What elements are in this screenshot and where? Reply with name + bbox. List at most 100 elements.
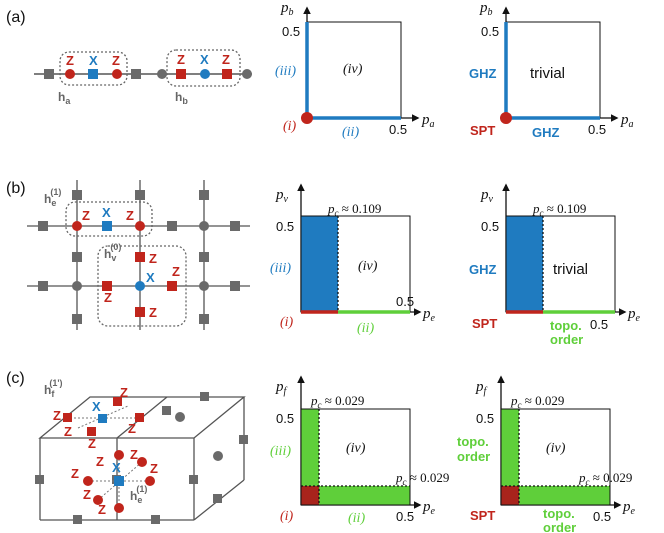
y-axis-label: pf xyxy=(275,379,288,397)
red-circle-site xyxy=(83,476,93,486)
x-axis-label: pe xyxy=(627,306,641,324)
op-z-label: Z xyxy=(120,385,128,400)
point-i-marker xyxy=(301,112,313,124)
ghz-phase-label: GHZ xyxy=(532,125,560,140)
ghz-phase-label: GHZ xyxy=(469,66,497,81)
topo-order-label: topo. xyxy=(543,506,575,521)
red-square-site xyxy=(167,281,177,291)
red-circle-site xyxy=(114,450,124,460)
chart-c2-phase-diagram: pf pe 0.5 0.5 pc ≈ 0.029 pc ≈ 0.029 (iv)… xyxy=(457,375,636,533)
gray-square-site xyxy=(135,190,145,200)
spt-phase-label: SPT xyxy=(470,508,495,523)
op-z-label: Z xyxy=(150,461,158,476)
y-axis-label: pb xyxy=(479,0,493,18)
y-tick-label: 0.5 xyxy=(276,411,294,426)
hv-dotted-box xyxy=(97,245,187,327)
op-x-label: X xyxy=(146,270,155,285)
panel-a-tag: (a) xyxy=(6,9,26,26)
x-axis-label: pe xyxy=(622,499,636,517)
op-x-label: X xyxy=(89,53,98,68)
red-square-site xyxy=(113,397,122,406)
gray-circle-site xyxy=(157,69,167,79)
y-tick-label: 0.5 xyxy=(282,24,300,39)
x-tick-label: 0.5 xyxy=(590,317,608,332)
op-z-label: Z xyxy=(112,53,120,68)
op-z-label: Z xyxy=(66,53,74,68)
spt-point-marker xyxy=(500,112,512,124)
gray-circle-site xyxy=(199,281,209,291)
topo-e-region xyxy=(501,486,610,505)
gray-circle-site xyxy=(242,69,252,79)
pc-annotation: pc ≈ 0.109 xyxy=(532,201,586,218)
topo-f-region xyxy=(301,409,319,505)
blue-circle-site xyxy=(135,281,145,291)
chart-a2-phase-diagram: pb pa 0.5 0.5 trivial GHZ GHZ SPT xyxy=(469,0,634,140)
x-axis-label: pe xyxy=(422,306,436,324)
trivial-phase-label: trivial xyxy=(553,261,588,278)
gray-square-site xyxy=(200,392,209,401)
y-axis-label: pb xyxy=(280,0,294,18)
blue-circle-site xyxy=(200,69,210,79)
gray-square-site xyxy=(73,515,82,524)
phase-box xyxy=(500,408,611,506)
op-z-label: Z xyxy=(88,436,96,451)
he1-label: he(1) xyxy=(130,484,147,505)
x-tick-label: 0.5 xyxy=(389,122,407,137)
op-x-label: X xyxy=(102,205,111,220)
topo-order-label: topo. xyxy=(457,434,489,449)
trivial-phase-label: trivial xyxy=(530,65,565,82)
pc-annotation: pc ≈ 0.029 xyxy=(310,393,364,410)
h-a-label: ha xyxy=(58,90,71,106)
pc-annotation: pc ≈ 0.029 xyxy=(578,470,632,487)
red-square-site xyxy=(222,69,232,79)
ghz-phase-label: GHZ xyxy=(469,262,497,277)
op-x-label: X xyxy=(200,52,209,67)
op-z-label: Z xyxy=(83,487,91,502)
red-square-site xyxy=(176,69,186,79)
h-b-label: hb xyxy=(175,90,188,106)
gray-square-site xyxy=(44,69,54,79)
blue-square-site xyxy=(88,69,98,79)
region-iii-label: (iii) xyxy=(275,64,296,79)
dotted-bond xyxy=(77,405,129,429)
red-square-site xyxy=(135,307,145,317)
gray-square-site xyxy=(35,475,44,484)
red-circle-site xyxy=(112,69,122,79)
gray-square-site xyxy=(131,69,141,79)
topo-f-region xyxy=(501,409,519,505)
pc-annotation: pc ≈ 0.029 xyxy=(510,393,564,410)
gray-square-site xyxy=(230,221,240,231)
spt-corner-region xyxy=(501,486,519,505)
region-iv-label: (iv) xyxy=(346,441,366,456)
pc-annotation: pc ≈ 0.029 xyxy=(395,470,449,487)
op-z-label: Z xyxy=(64,424,72,439)
phase-box xyxy=(300,408,411,506)
gray-circle-site xyxy=(213,451,223,461)
topo-e-region xyxy=(301,486,410,505)
op-x-label: X xyxy=(112,460,121,475)
gray-square-site xyxy=(199,190,209,200)
blue-square-site xyxy=(102,221,112,231)
hb-dotted-box xyxy=(166,49,241,87)
red-circle-site xyxy=(135,221,145,231)
region-i-label: (i) xyxy=(280,315,294,330)
red-circle-site xyxy=(93,495,103,505)
x-axis-label: pa xyxy=(620,112,634,130)
region-i-label: (i) xyxy=(283,119,297,134)
op-z-label: Z xyxy=(177,52,185,67)
he-dotted-box xyxy=(65,201,153,237)
region-iv-label: (iv) xyxy=(358,259,378,274)
x-axis-label: pe xyxy=(422,499,436,517)
gray-square-site xyxy=(239,435,248,444)
red-circle-site xyxy=(65,69,75,79)
region-ii-label: (ii) xyxy=(342,125,359,140)
gray-square-site xyxy=(199,252,209,262)
topo-order-label: order xyxy=(457,449,490,464)
y-tick-label: 0.5 xyxy=(276,219,294,234)
x-tick-label: 0.5 xyxy=(396,509,414,524)
region-ii-label: (ii) xyxy=(348,511,365,526)
chart-a1-phase-diagram: pb pa 0.5 0.5 (iv) (iii) (ii) (i) xyxy=(275,0,435,140)
hf1-label: hf(1') xyxy=(44,378,62,399)
gray-square-site xyxy=(38,221,48,231)
